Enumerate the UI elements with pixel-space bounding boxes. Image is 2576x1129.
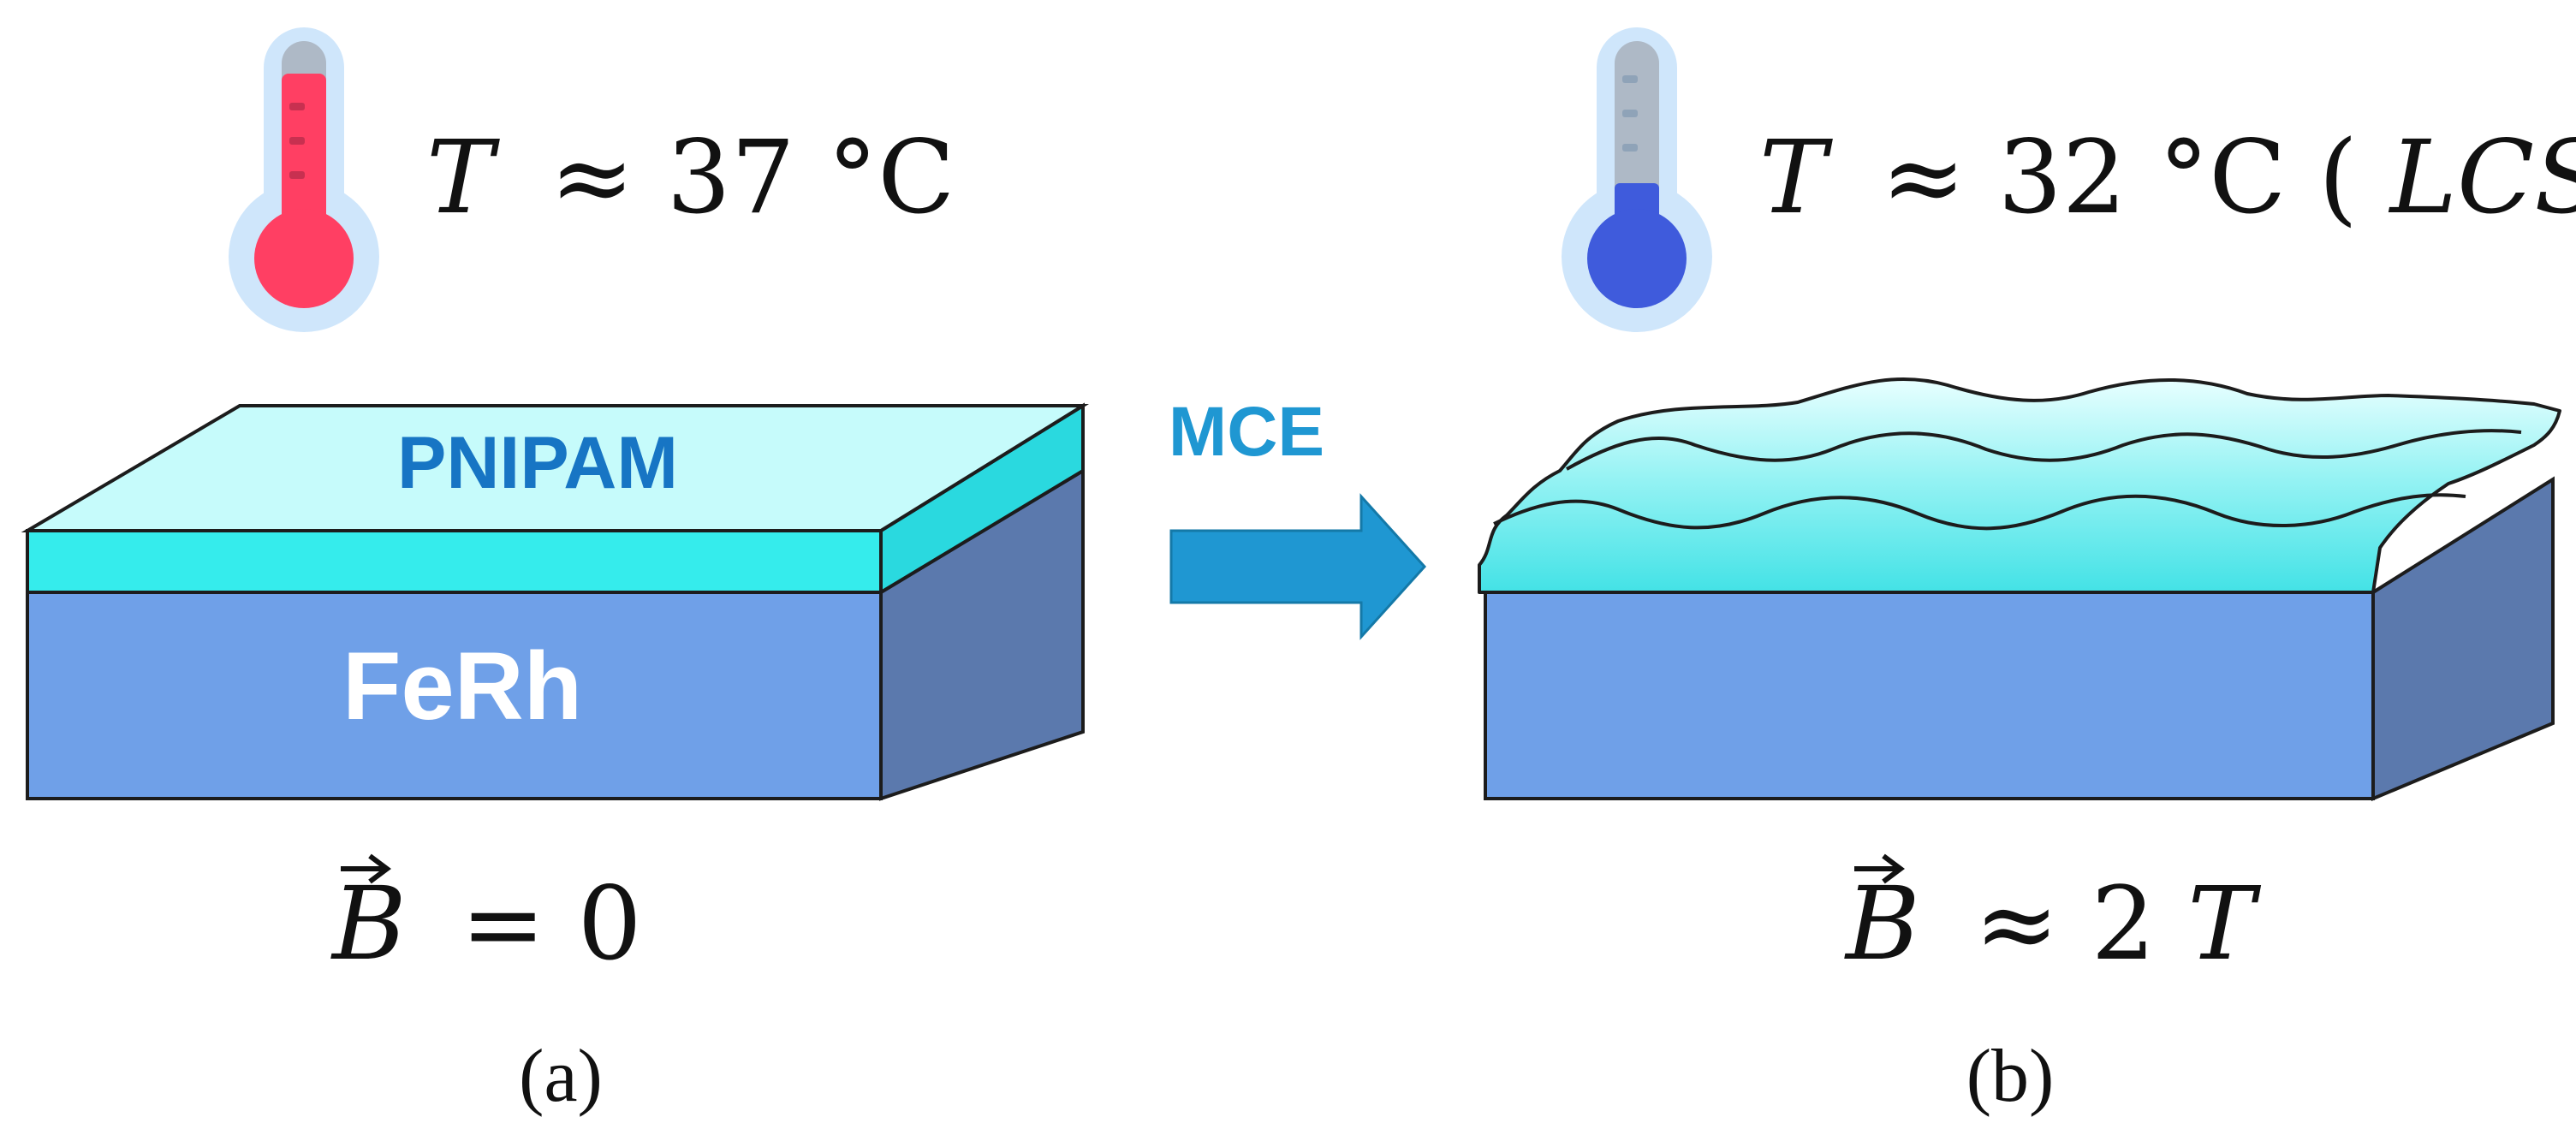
pnipam-layer [26,529,883,594]
panel-b-lcst: LCST [2389,118,2576,236]
mce-label: MCE [1169,393,1324,471]
panel-b-field: B ≈ 2 T [1844,853,2261,983]
panel-a-field: B = 0 [330,853,642,983]
panel-b-field-unit: T [2187,865,2261,983]
svg-text:T ≈ 32 °C ( LCST: T ≈ 32 °C ( LCST ) [1759,118,2576,236]
panel-a: T ≈ 37 °C PNIPAM FeRh B = 0 [21,27,1090,1118]
collapsed-pnipam-layer [1478,377,2561,594]
panel-b-caption: (b) [1966,1035,2055,1118]
thermometer-hot-icon [229,27,379,332]
collapsed-hydrogel-block [1478,377,2561,802]
panel-a-temperature-symbol: T [426,118,500,236]
feRh-substrate [26,591,883,800]
thermometer-cold-icon [1562,27,1712,332]
svg-text:B ≈ 2 T: B ≈ 2 T [1844,865,2261,983]
thermometer-hot-mercury [282,74,326,255]
panel-a-temperature-relation: ≈ 37 °C [550,118,955,236]
pnipam-film-block [21,402,1090,801]
svg-text:B = 0: B = 0 [330,865,642,983]
panel-a-field-symbol: B [330,865,407,983]
panel-b-field-symbol: B [1844,865,1920,983]
mce-arrow: MCE [1169,393,1427,640]
feRh-substrate-b [1484,591,2375,800]
panel-b-field-relation: ≈ 2 [1974,865,2187,983]
panel-b-temperature-relation: ≈ 32 °C ( [1881,118,2358,236]
panel-b-temperature-symbol: T [1759,118,1833,236]
panel-a-field-relation: = 0 [461,865,641,983]
feRh-label: FeRh [342,633,582,740]
right-arrow-icon [1169,493,1427,640]
svg-text:T ≈ 37 °C: T ≈ 37 °C [426,118,955,236]
panel-a-caption: (a) [519,1035,603,1118]
panel-b: T ≈ 32 °C ( LCST ) B ≈ 2 T [1478,27,2576,1118]
pnipam-label: PNIPAM [397,422,678,504]
